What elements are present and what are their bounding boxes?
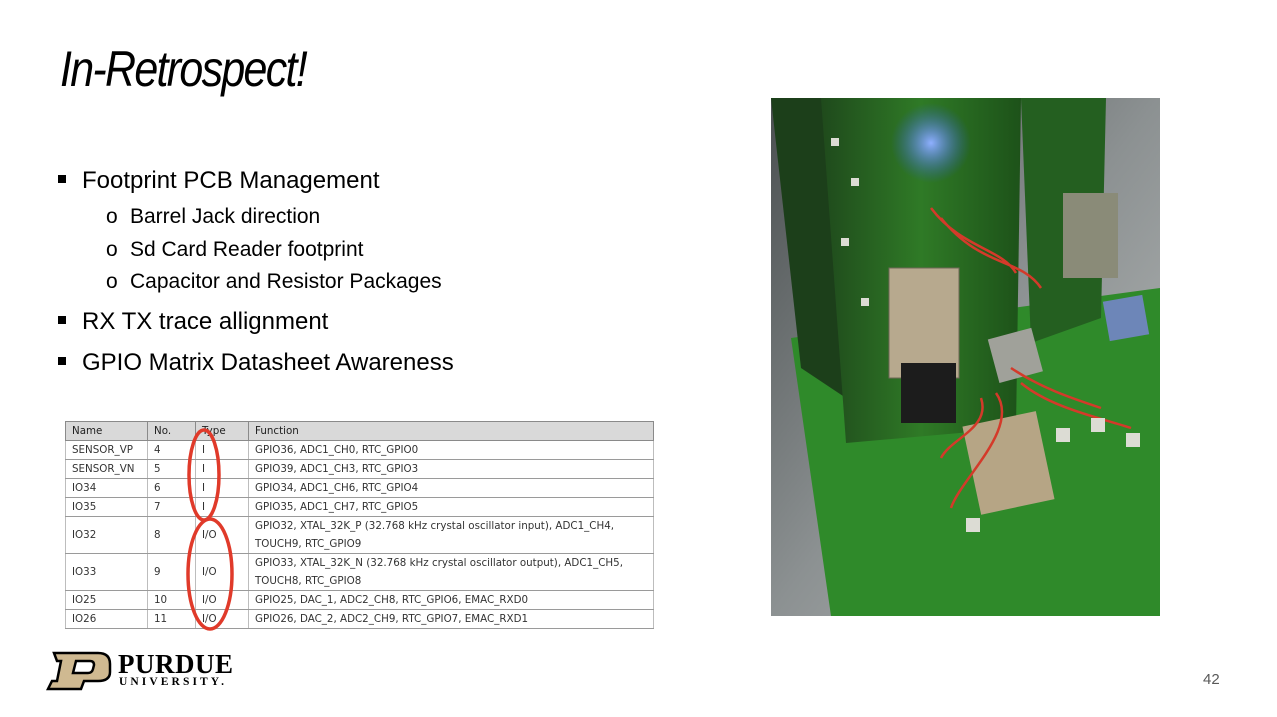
table-cell: 5 — [147, 459, 196, 479]
table-cell: IO32 — [65, 516, 148, 554]
bullet-text: Footprint PCB Management — [82, 167, 380, 194]
bullet-item: Footprint PCB Management o Barrel Jack di… — [58, 160, 454, 299]
bullet-text: GPIO Matrix Datasheet Awareness — [82, 348, 454, 376]
table-cell: SENSOR_VN — [65, 459, 148, 479]
logo-wordmark: PURDUE — [118, 649, 234, 679]
sub-bullet-item: o Barrel Jack direction — [82, 201, 454, 234]
circle-bullet-icon: o — [106, 205, 118, 228]
sub-bullet-text: Sd Card Reader footprint — [130, 237, 364, 261]
column-header: Function — [248, 421, 654, 441]
table-cell: I — [195, 478, 249, 498]
table-cell: IO25 — [65, 590, 148, 610]
circle-bullet-icon: o — [106, 237, 118, 261]
table-cell: 4 — [147, 440, 196, 460]
square-bullet-icon — [58, 175, 66, 183]
table-cell: IO33 — [65, 553, 148, 591]
table-cell: 10 — [147, 590, 196, 610]
table-cell: GPIO34, ADC1_CH6, RTC_GPIO4 — [248, 478, 654, 498]
table-cell: SENSOR_VP — [65, 440, 148, 460]
table-cell: GPIO32, XTAL_32K_P (32.768 kHz crystal o… — [248, 516, 654, 554]
bullet-list: Footprint PCB Management o Barrel Jack di… — [58, 160, 454, 383]
sub-bullet-item: o Sd Card Reader footprint — [82, 234, 454, 267]
sub-bullet-text: Capacitor and Resistor Packages — [130, 270, 442, 293]
sub-bullet-list: o Barrel Jack direction o Sd Card Reader f… — [82, 201, 454, 299]
bullet-item: RX TX trace allignment — [58, 301, 454, 342]
table-cell: 8 — [147, 516, 196, 554]
table-cell: I/O — [195, 516, 249, 554]
column-header: Name — [65, 421, 148, 441]
purdue-p-icon — [46, 651, 112, 691]
table-cell: I — [195, 497, 249, 517]
slide-title: In-Retrospect! — [60, 41, 308, 97]
table-cell: IO26 — [65, 609, 148, 629]
square-bullet-icon — [58, 356, 66, 365]
table-cell: IO35 — [65, 497, 148, 517]
table-cell: I — [195, 459, 249, 479]
table-cell: GPIO26, DAC_2, ADC2_CH9, RTC_GPIO7, EMAC… — [248, 609, 654, 629]
logo-subtitle: UNIVERSITY. — [119, 676, 228, 688]
table-header-row: Name No. Type Function — [65, 421, 654, 441]
table-cell: 9 — [147, 553, 196, 591]
table-cell: GPIO33, XTAL_32K_N (32.768 kHz crystal o… — [248, 553, 654, 591]
square-bullet-icon — [58, 315, 66, 324]
bullet-item: GPIO Matrix Datasheet Awareness — [58, 342, 454, 383]
table-cell: 6 — [147, 478, 196, 498]
circle-bullet-icon: o — [106, 270, 118, 293]
column-header: No. — [147, 421, 196, 441]
bullet-text: RX TX trace allignment — [82, 307, 329, 335]
table-cell: GPIO36, ADC1_CH0, RTC_GPIO0 — [248, 440, 654, 460]
page-number: 42 — [1203, 671, 1220, 688]
purdue-logo — [46, 651, 112, 691]
sub-bullet-text: Barrel Jack direction — [130, 205, 321, 228]
pcb-photo — [771, 98, 1160, 616]
table-cell: GPIO25, DAC_1, ADC2_CH8, RTC_GPIO6, EMAC… — [248, 590, 654, 610]
column-header: Type — [195, 421, 249, 441]
table-cell: I/O — [195, 553, 249, 591]
table-cell: 11 — [147, 609, 196, 629]
table-cell: I/O — [195, 590, 249, 610]
table-cell: I/O — [195, 609, 249, 629]
table-cell: 7 — [147, 497, 196, 517]
table-cell: GPIO35, ADC1_CH7, RTC_GPIO5 — [248, 497, 654, 517]
table-cell: GPIO39, ADC1_CH3, RTC_GPIO3 — [248, 459, 654, 479]
sub-bullet-item: o Capacitor and Resistor Packages — [82, 266, 454, 299]
table-cell: IO34 — [65, 478, 148, 498]
table-cell: I — [195, 440, 249, 460]
